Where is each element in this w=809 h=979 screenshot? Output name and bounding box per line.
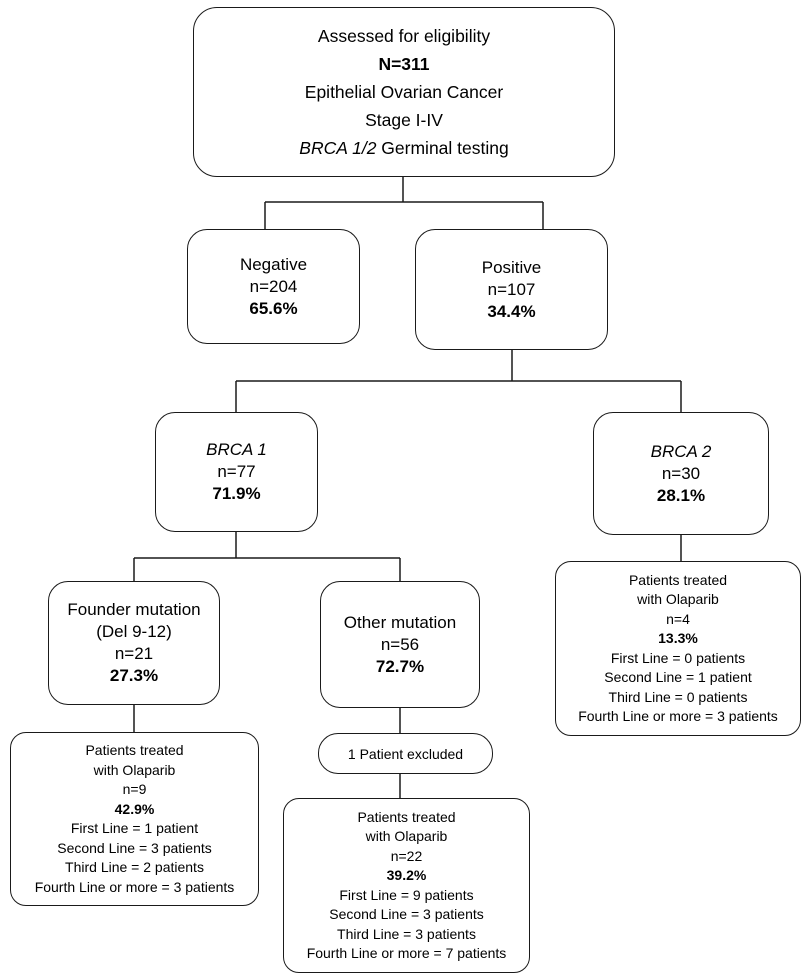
brca2-box: BRCA 2 n=30 28.1% xyxy=(593,412,769,535)
excluded-label: 1 Patient excluded xyxy=(347,745,464,762)
brca2-olaparib-n: n=4 xyxy=(666,610,690,627)
other-olaparib-fourth: Fourth Line or more = 7 patients xyxy=(306,945,507,961)
other-olaparib-third: Third Line = 3 patients xyxy=(337,925,476,942)
brca1-title: BRCA 1 xyxy=(206,440,267,459)
brca2-olaparib-box: Patients treated with Olaparib n=4 13.3%… xyxy=(555,561,801,736)
negative-pct: 65.6% xyxy=(249,298,298,318)
other-olaparib-n: n=22 xyxy=(390,847,423,864)
positive-pct: 34.4% xyxy=(487,301,536,321)
founder-olaparib-line1: Patients treated xyxy=(85,742,184,758)
eligibility-testing: BRCA 1/2 Germinal testing xyxy=(299,134,508,162)
brca2-olaparib-second: Second Line = 1 patient xyxy=(604,669,752,685)
founder-pct: 27.3% xyxy=(109,666,159,685)
brca2-olaparib-line2: with Olaparib xyxy=(637,591,719,607)
founder-olaparib-box: Patients treated with Olaparib n=9 42.9%… xyxy=(10,732,259,906)
positive-title: Positive xyxy=(481,257,542,277)
brca1-box: BRCA 1 n=77 71.9% xyxy=(155,412,318,532)
other-mutation-box: Other mutation n=56 72.7% xyxy=(320,581,480,708)
other-pct: 72.7% xyxy=(375,656,425,676)
brca2-n: n=30 xyxy=(661,463,701,483)
founder-olaparib-line2: with Olaparib xyxy=(93,761,176,778)
brca1-pct: 71.9% xyxy=(212,484,261,503)
founder-title: Founder mutation xyxy=(67,600,201,619)
founder-olaparib-second: Second Line = 3 patients xyxy=(57,839,212,856)
eligibility-count: N=311 xyxy=(378,54,430,74)
other-n: n=56 xyxy=(380,634,420,654)
other-olaparib-box: Patients treated with Olaparib n=22 39.2… xyxy=(283,798,530,973)
brca2-olaparib-line1: Patients treated xyxy=(628,571,728,588)
founder-mutation-box: Founder mutation (Del 9-12) n=21 27.3% xyxy=(48,581,220,705)
eligibility-label: Assessed for eligibility xyxy=(317,26,491,46)
other-olaparib-pct: 39.2% xyxy=(386,867,427,883)
founder-olaparib-n: n=9 xyxy=(122,781,147,797)
other-olaparib-first: First Line = 9 patients xyxy=(339,886,474,903)
eligibility-cancer: Epithelial Ovarian Cancer xyxy=(304,82,504,102)
other-olaparib-line1: Patients treated xyxy=(357,808,456,825)
founder-n: n=21 xyxy=(114,644,154,663)
founder-olaparib-pct: 42.9% xyxy=(114,800,155,817)
founder-olaparib-third: Third Line = 2 patients xyxy=(65,859,204,875)
founder-sub: (Del 9-12) xyxy=(96,622,172,641)
brca1-n: n=77 xyxy=(217,462,256,481)
other-title: Other mutation xyxy=(343,612,457,632)
negative-title: Negative xyxy=(239,254,308,274)
eligibility-stage: Stage I-IV xyxy=(365,110,443,130)
positive-n: n=107 xyxy=(487,279,536,299)
brca2-pct: 28.1% xyxy=(656,485,706,505)
brca2-olaparib-third: Third Line = 0 patients xyxy=(608,688,748,705)
testing-label: Germinal testing xyxy=(376,138,509,158)
brca2-olaparib-first: First Line = 0 patients xyxy=(610,649,746,666)
founder-olaparib-fourth: Fourth Line or more = 3 patients xyxy=(34,878,235,895)
founder-olaparib-first: First Line = 1 patient xyxy=(70,820,199,836)
brca2-olaparib-fourth: Fourth Line or more = 3 patients xyxy=(578,708,778,724)
other-olaparib-line2: with Olaparib xyxy=(365,828,448,844)
other-olaparib-second: Second Line = 3 patients xyxy=(329,906,484,922)
gene-name: BRCA 1/2 xyxy=(299,138,377,158)
brca2-title: BRCA 2 xyxy=(650,441,712,461)
negative-box: Negative n=204 65.6% xyxy=(187,229,360,344)
positive-box: Positive n=107 34.4% xyxy=(415,229,608,350)
eligibility-box: Assessed for eligibility N=311 Epithelia… xyxy=(193,7,615,177)
negative-n: n=204 xyxy=(249,276,298,296)
brca2-olaparib-pct: 13.3% xyxy=(658,630,698,646)
excluded-box: 1 Patient excluded xyxy=(318,733,493,774)
